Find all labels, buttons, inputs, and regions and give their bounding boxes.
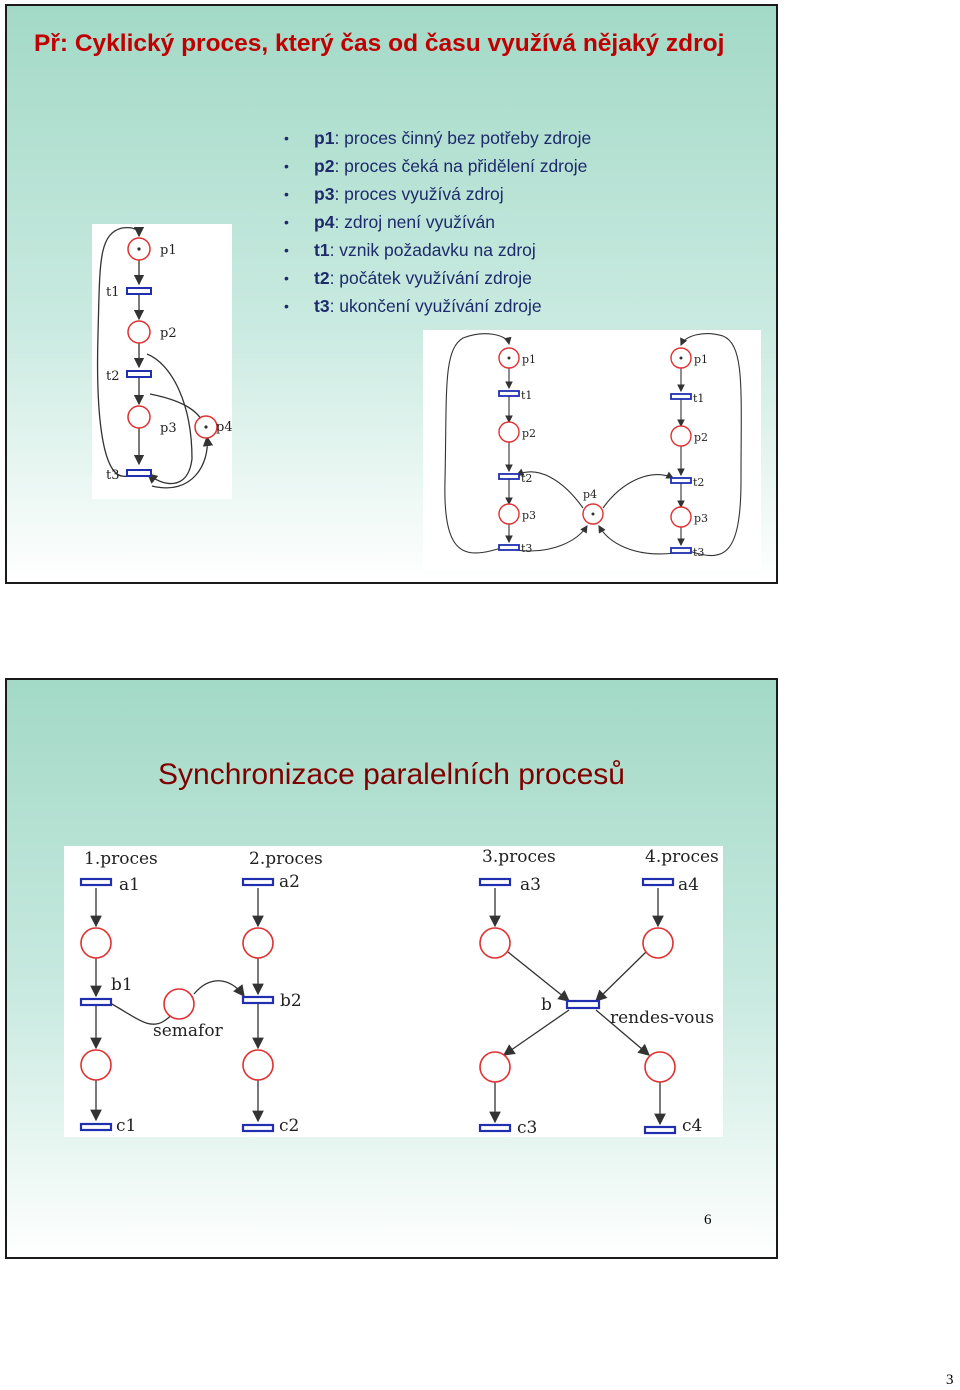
bullet-icon: • [284,158,289,174]
legend-key: p3 [314,184,335,204]
place-label: p1 [522,353,536,366]
legend-text: : proces využívá zdroj [334,184,504,204]
legend-key: p2 [314,156,335,176]
transition-label: t3 [106,468,120,483]
process-label: 2.proces [249,849,323,869]
place-label: p3 [694,512,708,525]
token-icon [591,512,595,516]
transition-label: t3 [521,542,532,555]
legend-text: : ukončení využívání zdroje [329,296,542,316]
token-icon [679,356,683,360]
token-icon [137,247,141,251]
legend-item-p3: • p3: proces využívá zdroj [284,180,591,208]
transition-label: t3 [693,546,704,559]
transition [498,390,692,554]
transition [126,287,152,477]
petri-net-synchronization: 1.proces 2.proces 3.proces 4.proces a1 a… [64,846,723,1137]
legend-item-t1: • t1: vznik požadavku na zdroj [284,236,591,264]
legend-key: t3 [314,296,330,316]
transition [79,877,677,1135]
bullet-icon: • [284,186,289,202]
place [80,927,676,1083]
process-label: 1.proces [84,849,158,869]
transition-label: c4 [682,1116,702,1136]
place-label: p2 [160,326,177,341]
transition-label: a2 [279,872,300,892]
legend-key: p4 [314,212,335,232]
legend-text: : vznik požadavku na zdroj [329,240,536,260]
place-label: p3 [160,421,177,436]
rendezvous-label: rendes-vous [610,1008,714,1028]
token-icon [204,425,208,429]
transition-label: b2 [280,991,302,1011]
place-label: p3 [522,509,536,522]
slide-number: 6 [704,1212,712,1228]
slide-title: Př: Cyklický proces, který čas od času v… [34,30,725,57]
legend-key: t2 [314,268,330,288]
slide-cyclic-process: Př: Cyklický proces, který čas od času v… [5,4,778,584]
bullet-icon: • [284,298,289,314]
petri-net-two-processes: p1 p2 p3 p4 p1 p2 p3 t1 t2 t3 t1 t2 t3 [423,330,761,570]
legend-key: p1 [314,128,335,148]
transition-label: c2 [279,1116,299,1136]
transition-label: a4 [678,875,699,895]
legend-item-t3: • t3: ukončení využívání zdroje [284,292,591,320]
bullet-icon: • [284,130,289,146]
page-number: 3 [946,1372,954,1388]
legend-text: : proces činný bez potřeby zdroje [334,128,592,148]
transition-label: a3 [520,875,541,895]
legend-text: : zdroj není využíván [334,212,495,232]
petri-net-single-process: p1 p2 p3 p4 t1 t2 t3 [92,224,232,499]
legend-text: : proces čeká na přidělení zdroje [334,156,588,176]
transition-label: t2 [693,476,704,489]
transition-label: a1 [119,875,140,895]
bullet-icon: • [284,270,289,286]
place-label: p1 [694,353,708,366]
legend-item-p4: • p4: zdroj není využíván [284,208,591,236]
place-label: p4 [583,488,597,501]
token-icon [507,356,511,360]
legend-item-t2: • t2: počátek využívání zdroje [284,264,591,292]
legend-item-p2: • p2: proces čeká na přidělení zdroje [284,152,591,180]
place-label: p2 [694,431,708,444]
transition-label: t1 [693,392,704,405]
transition-label: b1 [111,975,133,995]
bullet-icon: • [284,242,289,258]
process-label: 3.proces [482,847,556,867]
legend-list: • p1: proces činný bez potřeby zdroje • p2… [284,124,591,320]
place-label: p2 [522,427,536,440]
transition-label: t1 [521,389,532,402]
place-label: p1 [160,243,177,258]
legend-item-p1: • p1: proces činný bez potřeby zdroje [284,124,591,152]
slide-synchronization: Synchronizace paralelních procesů [5,678,778,1259]
legend-text: : počátek využívání zdroje [329,268,532,288]
transition-label: t2 [521,472,532,485]
transition-label: t1 [106,285,120,300]
bullet-icon: • [284,214,289,230]
slide-title: Synchronizace paralelních procesů [158,758,625,791]
transition-label: c1 [116,1116,136,1136]
semafor-label: semafor [153,1021,224,1041]
transition-label: c3 [517,1118,537,1137]
transition-label: t2 [106,369,120,384]
process-label: 4.proces [645,847,719,867]
place-label: p4 [216,420,232,435]
legend-key: t1 [314,240,330,260]
transition-label: b [541,995,552,1015]
